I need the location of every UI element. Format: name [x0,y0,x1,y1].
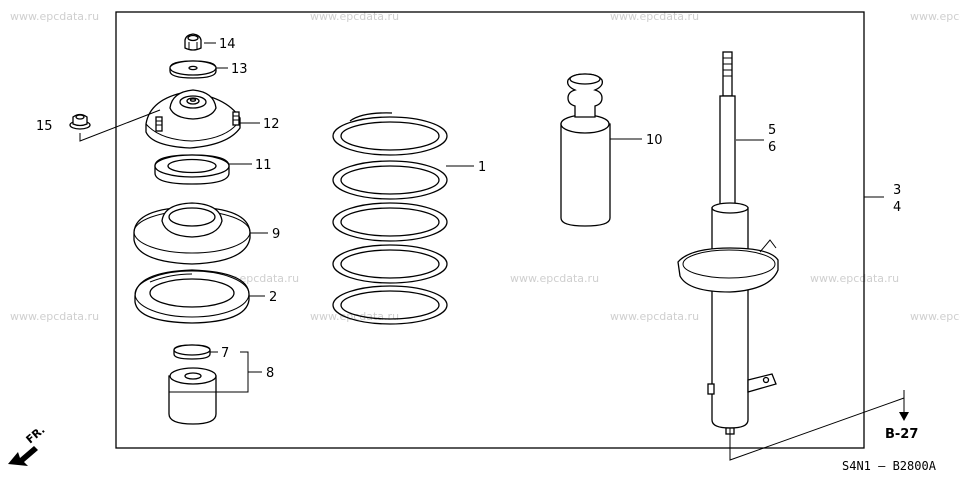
callout-1[interactable]: 1 [478,160,486,175]
down-arrow-icon [899,412,909,421]
watermark: www.epcdata.ru [310,310,399,323]
leader-lines [79,42,905,461]
part-9-spring-seat[interactable] [133,202,251,265]
watermark: www.epcdata.ru [610,310,699,323]
part-7-washer[interactable] [173,344,211,360]
part-11-bearing[interactable] [154,154,230,185]
part-10-dust-boot[interactable] [560,73,611,227]
part-14-nut[interactable] [184,33,202,51]
callout-8[interactable]: 8 [266,366,274,381]
callout-15[interactable]: 15 [36,119,53,134]
diagram-code: S4N1 – B2800A [842,459,937,473]
watermark: www.epcdata.ru [910,310,960,323]
callouts: 14 13 12 15 11 9 2 7 8 1 10 5 6 3 4 [36,37,901,381]
callout-14[interactable]: 14 [219,37,236,52]
part-1-coil-spring[interactable] [332,112,448,325]
callout-12[interactable]: 12 [263,117,280,132]
callout-11[interactable]: 11 [255,158,272,173]
watermark: www.epcdata.ru [910,10,960,23]
watermark: www.epcdata.ru [510,272,599,285]
callout-13[interactable]: 13 [231,62,248,77]
watermark: www.epcdata.ru [310,10,399,23]
diagram-frame [115,11,865,449]
reference-link[interactable]: B-27 [885,427,918,442]
part-15-flange-nut[interactable] [69,113,91,130]
watermark: www.epcdata.ru [610,10,699,23]
callout-7[interactable]: 7 [221,346,229,361]
watermark: www.epcdata.ru [10,10,99,23]
callout-3[interactable]: 3 [893,183,901,198]
callout-9[interactable]: 9 [272,227,280,242]
strut-assembly[interactable] [677,51,779,435]
callout-10[interactable]: 10 [646,133,663,148]
front-label: FR. [24,423,48,446]
watermark: www.epcdata.ru [810,272,899,285]
callout-5[interactable]: 5 [768,123,776,138]
watermark: www.epcdata.ru [10,310,99,323]
callout-2[interactable]: 2 [269,290,277,305]
part-2-rubber-seat[interactable] [134,269,250,324]
watermarks: www.epcdata.ru www.epcdata.ru www.epcdat… [10,10,960,323]
part-13-washer[interactable] [169,60,217,79]
front-direction-arrow-icon [8,446,38,466]
part-8-bump-stop[interactable] [168,367,217,425]
callout-4[interactable]: 4 [893,200,901,215]
part-12-mount-base[interactable] [145,89,241,149]
callout-6[interactable]: 6 [768,140,776,155]
